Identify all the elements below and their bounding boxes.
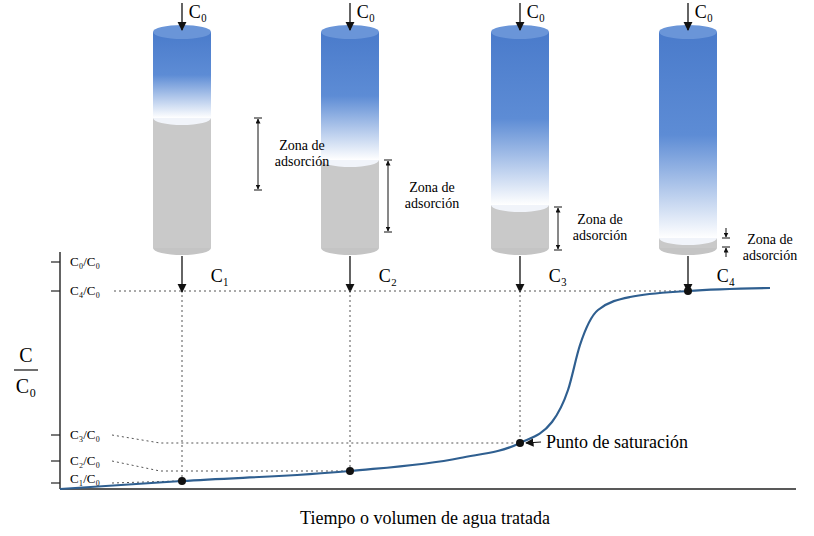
saturated-free-zone xyxy=(659,238,717,248)
guide-line xyxy=(520,295,521,439)
axis-tick-label: C₀/C₀ xyxy=(70,255,100,270)
guide-line xyxy=(182,295,183,477)
outlet-arrow xyxy=(519,256,520,292)
adsorption-column xyxy=(153,25,211,255)
inlet-arrow xyxy=(687,3,688,30)
curve-point xyxy=(684,287,692,295)
axis-tick-label: C₁/C₀ xyxy=(70,472,100,487)
curve-point xyxy=(346,467,354,475)
guide-line xyxy=(112,435,516,443)
zone-front xyxy=(491,205,549,212)
inlet-arrow xyxy=(349,3,350,30)
saturated-zone xyxy=(491,32,549,205)
axis-title: C xyxy=(19,344,32,367)
axis-tick-label: C₃/C₀ xyxy=(70,428,100,443)
zone-label: Zona de adsorción xyxy=(262,138,342,170)
inlet-concentration: C₀ xyxy=(189,2,207,23)
zone-front xyxy=(659,238,717,245)
inlet-arrow xyxy=(519,3,520,30)
adsorption-column xyxy=(491,25,549,255)
axis-tick xyxy=(51,434,60,435)
fraction-bar xyxy=(14,369,38,370)
outlet-arrow xyxy=(181,256,182,292)
outlet-concentration: C₁ xyxy=(211,266,229,287)
guide-line xyxy=(350,295,351,467)
zone-front xyxy=(321,160,379,167)
saturated-zone xyxy=(321,32,379,160)
zone-label: Zona de adsorción xyxy=(392,180,472,212)
saturated-free-zone xyxy=(153,118,211,248)
saturated-free-zone xyxy=(491,205,549,248)
y-axis xyxy=(59,252,60,489)
axis-tick-label: C₄/C₀ xyxy=(70,284,100,299)
axis-title: Tiempo o volumen de agua tratada xyxy=(300,508,550,529)
inlet-concentration: C₀ xyxy=(357,2,375,23)
x-axis xyxy=(60,488,796,489)
inlet-arrow xyxy=(181,3,182,30)
zone-bracket xyxy=(254,118,262,190)
zone-bracket xyxy=(554,207,562,250)
inlet-concentration: C₀ xyxy=(695,2,713,23)
axis-tick xyxy=(51,460,60,461)
axis-tick xyxy=(51,482,60,483)
outlet-arrow xyxy=(687,256,688,292)
axis-title: C₀ xyxy=(16,375,36,398)
axis-tick-label: C₂/C₀ xyxy=(70,454,100,469)
axis-tick xyxy=(51,290,60,291)
zone-label: Zona de adsorción xyxy=(730,232,810,264)
adsorption-column xyxy=(659,25,717,255)
curve-point xyxy=(516,439,524,447)
zone-bracket xyxy=(722,228,730,257)
inlet-concentration: C₀ xyxy=(527,2,545,23)
outlet-concentration: C₃ xyxy=(549,266,567,287)
guide-line xyxy=(112,461,346,471)
breakthrough-curve xyxy=(60,288,770,489)
callout-label: Punto de saturación xyxy=(546,432,688,453)
zone-front xyxy=(153,118,211,125)
outlet-arrow xyxy=(349,256,350,292)
outlet-concentration: C₂ xyxy=(379,266,397,287)
saturated-zone xyxy=(153,32,211,118)
zone-label: Zona de adsorción xyxy=(560,212,640,244)
axis-tick xyxy=(51,261,60,262)
outlet-concentration: C₄ xyxy=(717,266,735,287)
curve-point xyxy=(178,477,186,485)
guide-line xyxy=(114,291,684,292)
zone-bracket xyxy=(384,160,392,232)
pointer-arrow xyxy=(526,442,541,443)
saturated-free-zone xyxy=(321,160,379,248)
adsorption-column xyxy=(321,25,379,255)
saturated-zone xyxy=(659,32,717,238)
